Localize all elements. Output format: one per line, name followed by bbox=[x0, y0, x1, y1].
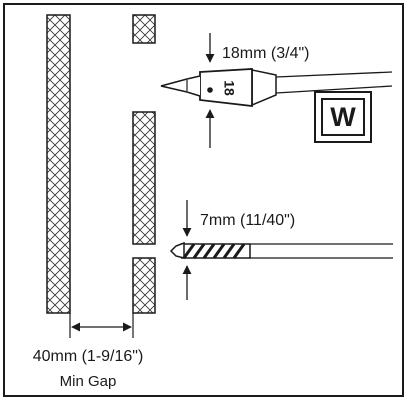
right-wall-bottom-segment bbox=[132, 257, 156, 314]
right-wall-middle-segment bbox=[132, 111, 156, 245]
gap-caption: Min Gap bbox=[60, 373, 117, 390]
spade-drill-bit-icon bbox=[160, 68, 393, 108]
right-wall-top-segment bbox=[132, 14, 156, 44]
wood-badge-icon: W bbox=[314, 91, 372, 143]
gap-size-label: 40mm (1-9/16") bbox=[33, 348, 144, 365]
masonry-size-label: 7mm (11/40") bbox=[200, 212, 295, 229]
spade-bit-marking: 18 bbox=[221, 80, 237, 96]
left-wall-panel bbox=[46, 14, 71, 314]
spade-size-label: 18mm (3/4") bbox=[222, 45, 309, 62]
masonry-drill-bit-icon bbox=[169, 241, 393, 259]
wood-badge-letter: W bbox=[330, 102, 356, 132]
diagram-frame bbox=[3, 3, 404, 397]
